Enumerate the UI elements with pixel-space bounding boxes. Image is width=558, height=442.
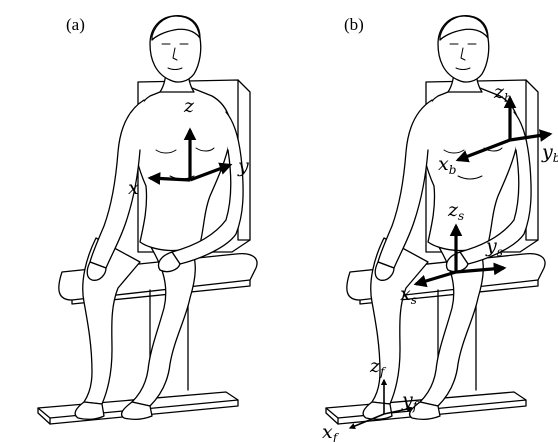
panel-b-label: (b) <box>344 15 364 34</box>
axis-label-yf: yf <box>401 389 420 413</box>
x-axis-arrow <box>150 178 190 180</box>
panel-b: (b) zb yb xb zs ys xs zf yf xf <box>322 15 558 442</box>
axis-label-x: x <box>128 177 139 199</box>
panel-a: (a) z y x <box>38 15 257 424</box>
foot-axes-b: zf yf xf <box>322 355 420 442</box>
seated-figure-a <box>38 16 257 424</box>
axis-label-yb: yb <box>541 141 558 165</box>
axis-label-xf: xf <box>322 421 340 442</box>
panel-a-label: (a) <box>66 15 85 34</box>
axis-label-z: z <box>183 95 195 117</box>
seated-figure-b <box>326 16 545 424</box>
axis-label-y: y <box>237 155 249 177</box>
